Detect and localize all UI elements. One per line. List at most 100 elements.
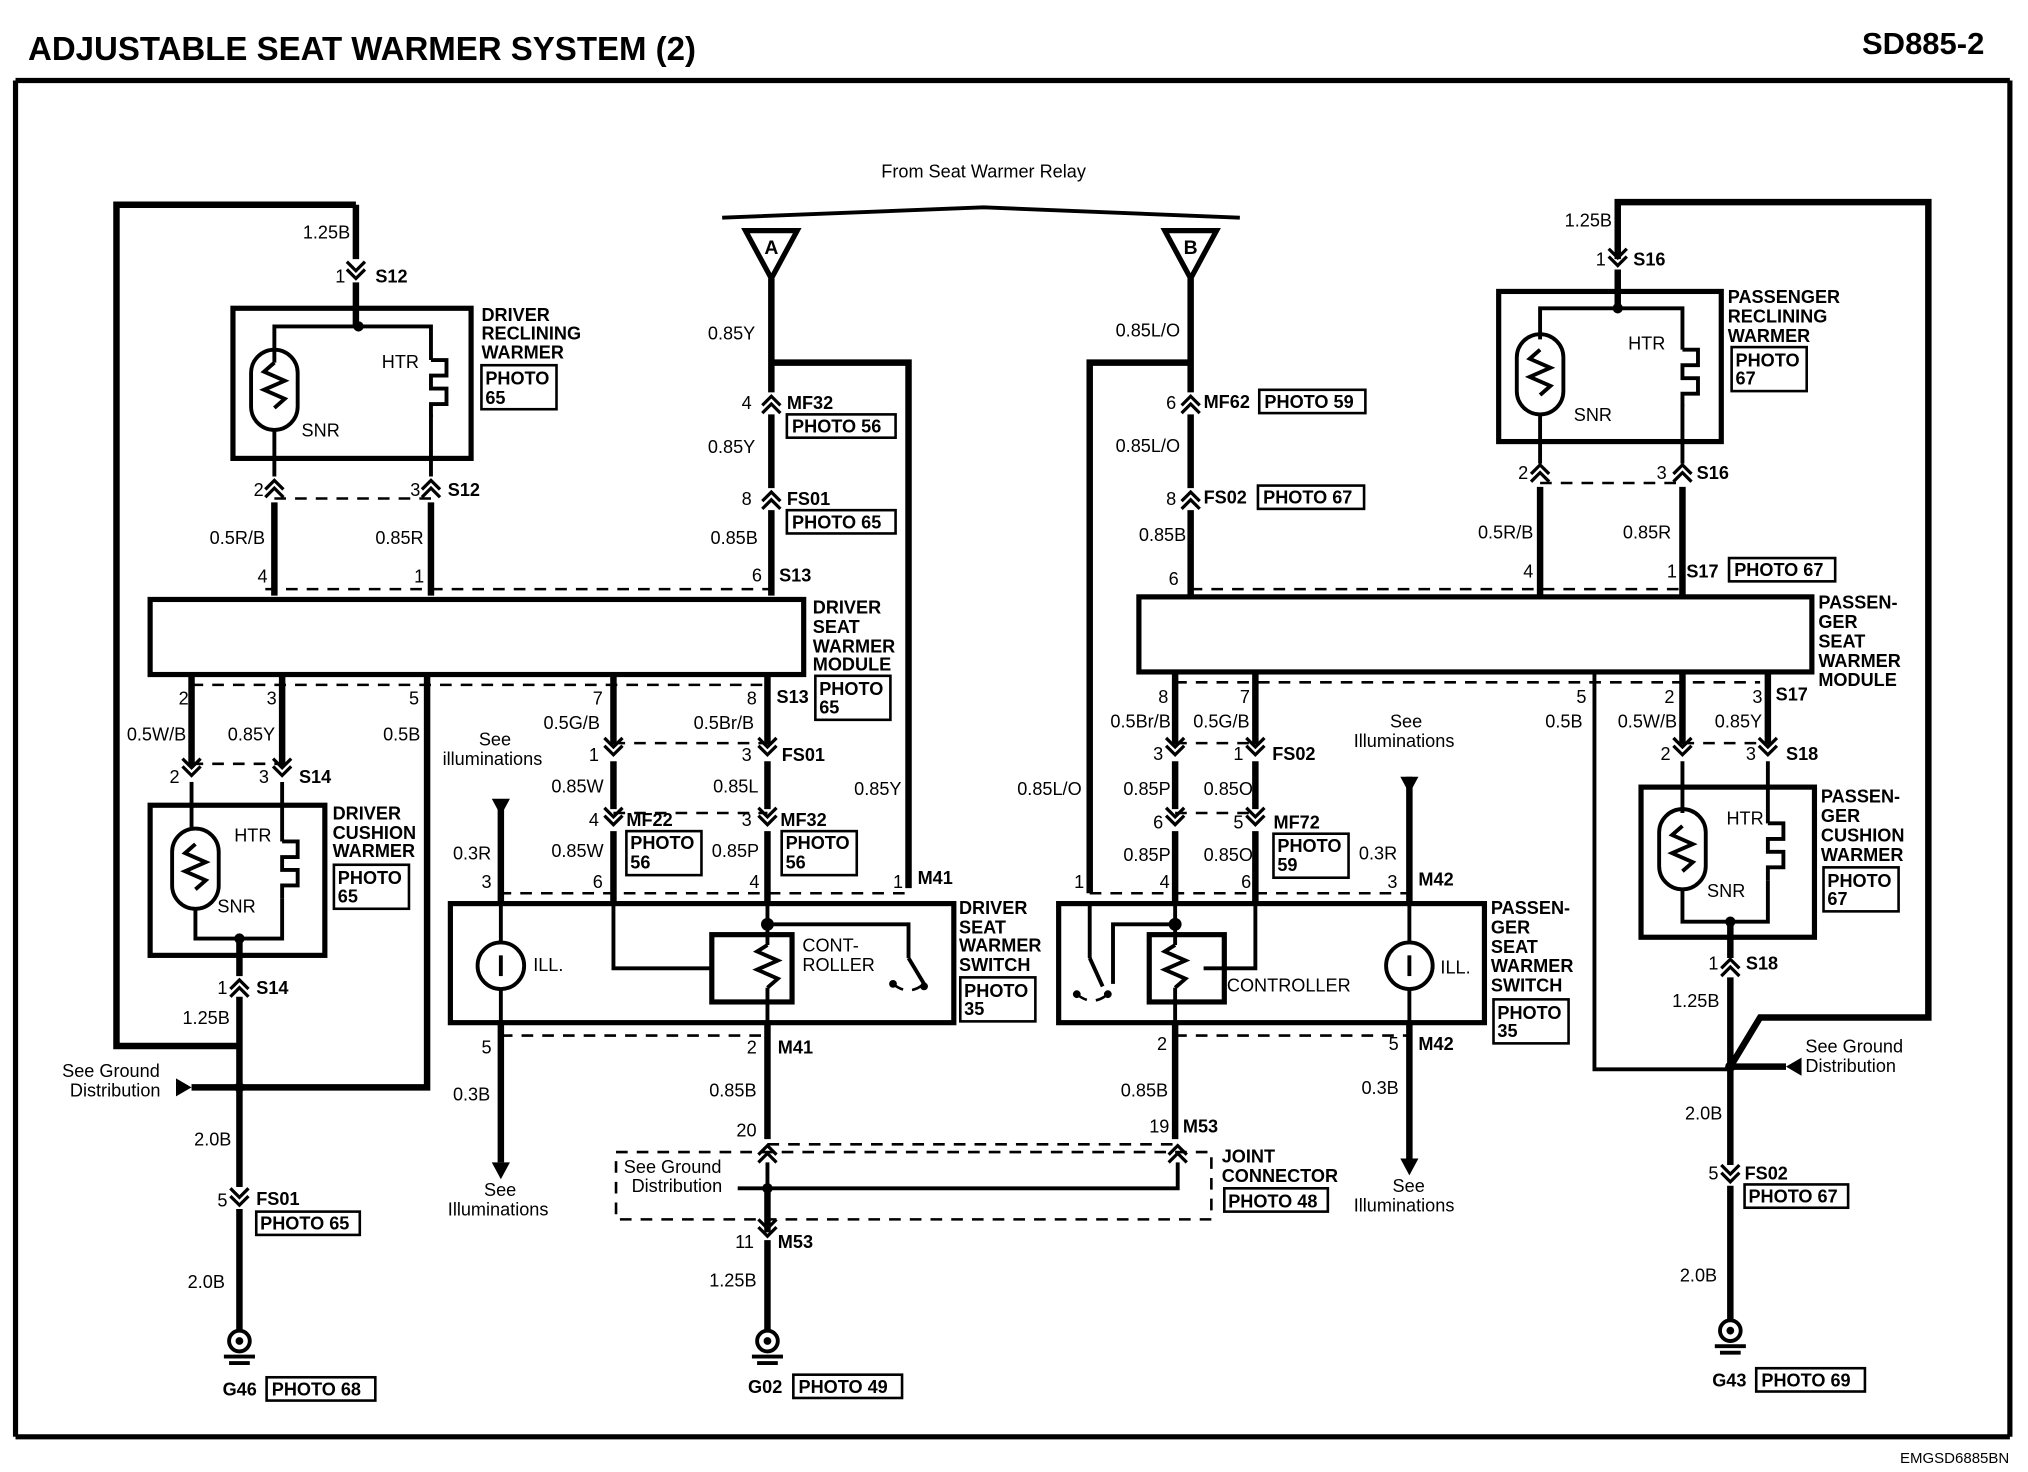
snr-label: SNR: [217, 897, 255, 917]
wire-label: 0.5R/B: [210, 528, 265, 548]
photo-label: PHOTO 65: [260, 1214, 349, 1234]
photo-label: 56: [786, 853, 806, 873]
photo-ref-box: [1822, 866, 1900, 913]
photo-label: PHOTO: [338, 868, 402, 888]
wire-label: 2.0B: [1685, 1104, 1722, 1124]
pin-label: 1: [414, 567, 424, 587]
diagram-code: SD885-2: [1862, 26, 1985, 61]
component-label: DRIVER: [333, 803, 401, 823]
pin-label: 11: [735, 1232, 754, 1252]
pin-label: 7: [1240, 687, 1250, 707]
pin-label: 5: [409, 688, 419, 708]
photo-ref-box: [1743, 1183, 1850, 1210]
connector-label: S13: [779, 565, 811, 585]
connector-label: S17: [1686, 561, 1718, 581]
wire: [767, 922, 911, 958]
pin-label: 5: [481, 1038, 491, 1058]
wire-label: 0.5Br/B: [694, 713, 754, 733]
photo-label: PHOTO: [786, 833, 850, 853]
photo-label: PHOTO: [1497, 1003, 1561, 1023]
pin-label: 8: [742, 489, 752, 509]
thermistor-icon: [1667, 824, 1698, 873]
pin-label: 3: [1387, 872, 1397, 892]
driver-ground-loop-wire: [113, 201, 356, 1050]
relay-source-label: From Seat Warmer Relay: [881, 162, 1087, 182]
wire: [771, 359, 912, 889]
photo-label: PHOTO 67: [1734, 560, 1823, 580]
connector-label: FS02: [1745, 1163, 1788, 1183]
thermistor-icon: [259, 361, 290, 410]
see-label: See: [484, 1180, 516, 1200]
wire-label: 0.3R: [1359, 844, 1397, 864]
component-label: RECLINING: [1728, 307, 1828, 327]
connector-chevron-icon: [1671, 463, 1694, 484]
htr-label: HTR: [1726, 809, 1763, 829]
wire-label: 0.85W: [551, 841, 604, 861]
component-label: SWITCH: [1491, 976, 1562, 996]
ill-label: ILL.: [533, 955, 563, 975]
wire: [1203, 903, 1258, 971]
photo-label: PHOTO 67: [1263, 488, 1352, 508]
wire-label: 0.5G/B: [1193, 712, 1249, 732]
driver-reclining-warmer-box: [230, 305, 474, 461]
connector-chevron-down-icon: [1164, 806, 1186, 827]
component-label: SEAT: [1818, 631, 1865, 651]
snr-label: SNR: [1707, 881, 1745, 901]
pin-label: 3: [742, 745, 752, 765]
wire-label: 0.5B: [1545, 712, 1582, 732]
photo-ref-box: [1754, 1366, 1867, 1393]
switch-terminal: [1072, 990, 1081, 999]
photo-ref-box: [265, 1375, 377, 1402]
wire-label: 0.85W: [551, 776, 604, 796]
wire-label: 0.85B: [1139, 525, 1186, 545]
photo-label: 35: [964, 999, 984, 1019]
pin-label: 5: [1576, 687, 1586, 707]
connector-label: S16: [1697, 463, 1729, 483]
component-label: MODULE: [1818, 670, 1896, 690]
photo-label: PHOTO: [1736, 351, 1800, 371]
passenger-ground-loop-wire: [1614, 198, 1932, 1069]
pin-label: 6: [1166, 393, 1176, 413]
wire-label: 0.85L: [713, 776, 758, 796]
component-label: SEAT: [1491, 937, 1538, 957]
photo-ref-box: [1730, 345, 1808, 393]
pin-label: 6: [1153, 813, 1163, 833]
switch-terminal: [920, 982, 928, 991]
component-label: WARMER: [1818, 651, 1901, 671]
heater-icon: [1680, 347, 1700, 407]
pin-label: 7: [593, 688, 603, 708]
component-label: GER: [1491, 917, 1530, 937]
pin-label: 2: [1660, 744, 1670, 764]
wire: [1592, 671, 1731, 1072]
photo-ref-box: [254, 1210, 362, 1237]
photo-ref-box: [332, 863, 411, 911]
photo-label: PHOTO 49: [799, 1377, 888, 1397]
ground-terminal-icon: [1718, 1318, 1743, 1343]
ground-label: G43: [1712, 1370, 1746, 1390]
pin-label: 3: [742, 810, 752, 830]
pin-label: 4: [1160, 872, 1170, 892]
connector-chevron-icon: [760, 490, 783, 511]
switch-terminal: [1103, 990, 1112, 999]
ground-terminal-dot: [235, 1337, 244, 1345]
component-label: PASSENGER: [1728, 287, 1840, 307]
htr-label: HTR: [1628, 334, 1665, 354]
pin-label: 4: [749, 872, 759, 892]
connector-label: M41: [778, 1038, 813, 1058]
pin-label: 1: [1708, 954, 1718, 974]
photo-ref-box: [625, 829, 703, 877]
wire-label: 0.85R: [375, 528, 423, 548]
pin-label: 2: [1664, 687, 1674, 707]
potentiometer-icon: [752, 943, 783, 990]
pin-label: 1: [1233, 744, 1243, 764]
component-label: CUSHION: [1821, 825, 1905, 845]
wire: [1538, 306, 1685, 350]
htr-label: HTR: [234, 825, 271, 845]
driver-seat-warmer-module: [147, 596, 807, 678]
connector-label: MF62: [1204, 392, 1250, 412]
wire-label: 0.85P: [712, 841, 759, 861]
ground-arrow-icon: [176, 1078, 192, 1097]
connector-label: S16: [1633, 250, 1665, 270]
photo-label: 56: [630, 853, 650, 873]
